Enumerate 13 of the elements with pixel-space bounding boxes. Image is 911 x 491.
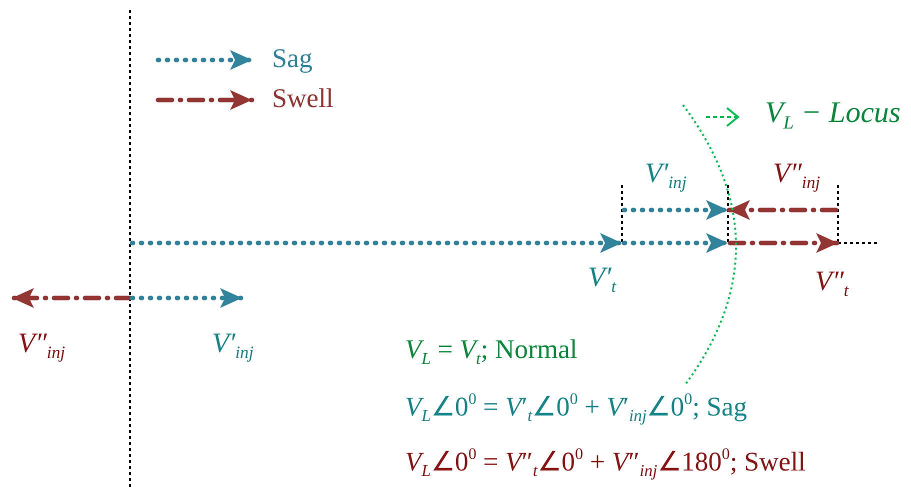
phasor-label: V″$_{t}$: [815, 268, 849, 300]
phasor-label: V″$_{inj}$: [773, 160, 820, 192]
equation: V$_{L}$∠0$^{0}$ = V′$_{t}$∠0$^{0}$ + V′$_{inj}$∠0$^{0}$; Sag: [405, 391, 747, 425]
equation: V$_{L}$ = V$_{t}$; Normal: [405, 336, 578, 368]
phasor-label: V′$_{inj}$: [212, 330, 254, 362]
phasor-label: V′$_{t}$: [588, 264, 616, 296]
legend-label: Swell: [272, 85, 334, 112]
legend-label: Sag: [272, 45, 312, 72]
locus-label: V$_{L}$ − Locus: [765, 98, 901, 134]
phasor-label: V′$_{inj}$: [645, 160, 687, 192]
phasor-label: V″$_{inj}$: [18, 330, 66, 362]
equation: V$_{L}$∠0$^{0}$ = V″$_{t}$∠0$^{0}$ + V″$_{inj}$∠180$^{0}$; Swell: [405, 446, 806, 480]
leader-arrow: [706, 107, 739, 127]
